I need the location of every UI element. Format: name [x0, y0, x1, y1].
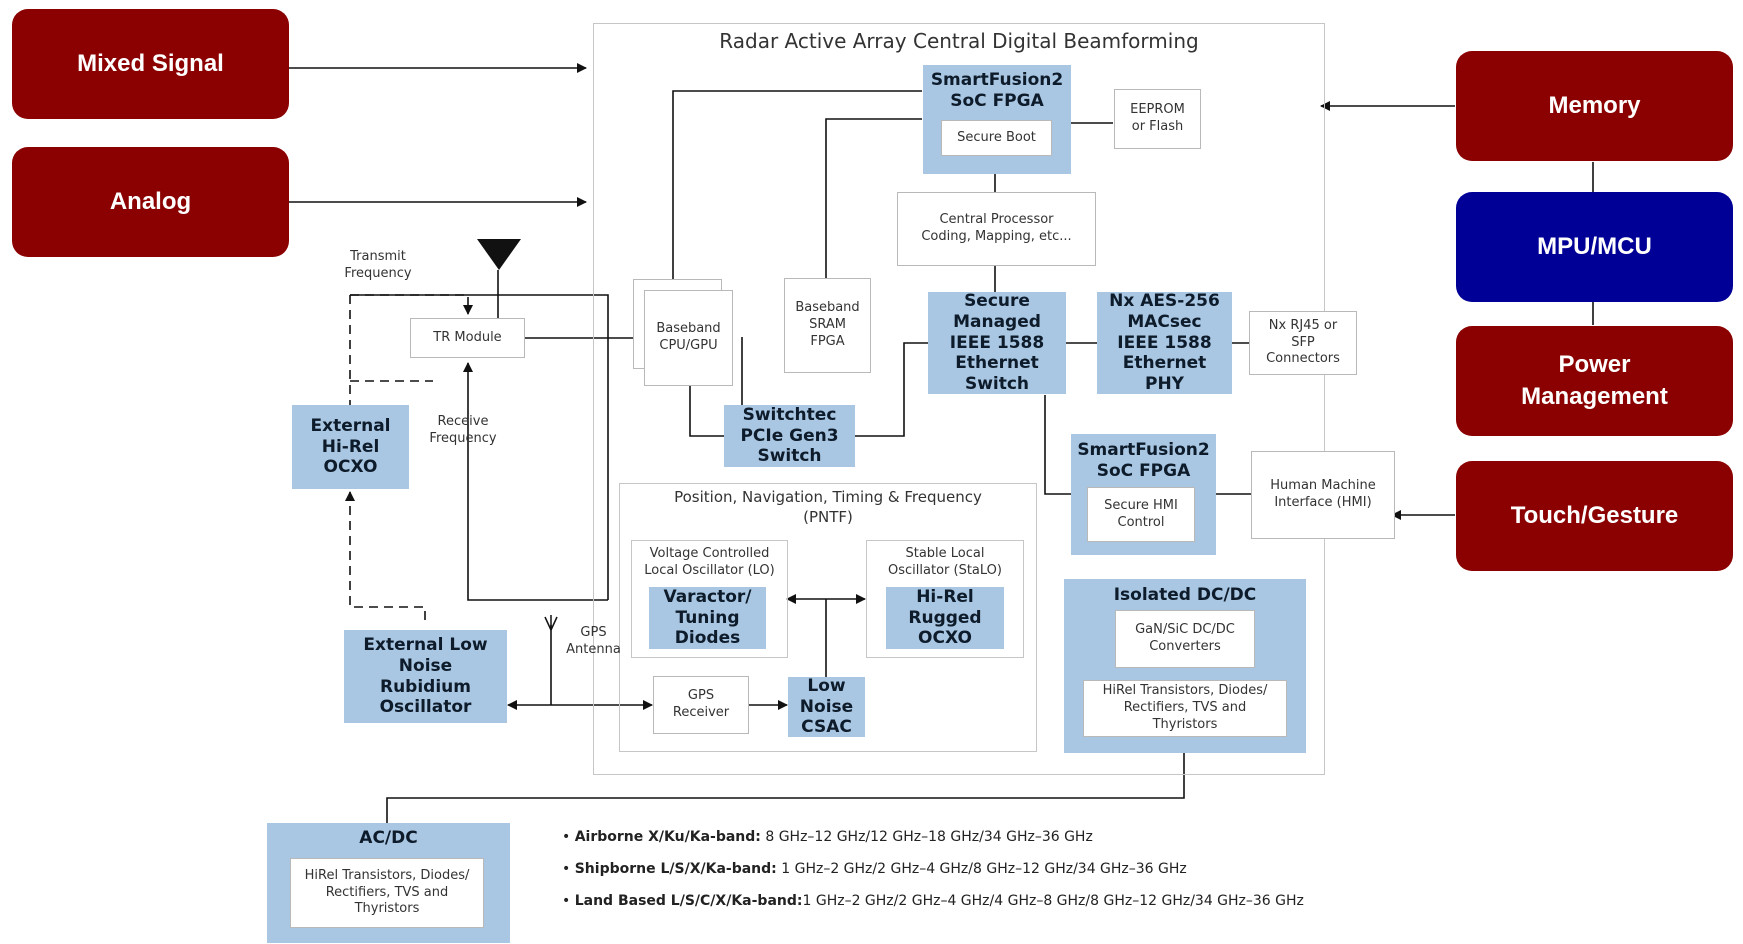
analog-label: Analog: [109, 187, 192, 215]
memory-label: Memory: [1548, 91, 1641, 119]
rubidium-oscillator-box[interactable]: External Low Noise Rubidium Oscillator: [344, 630, 507, 723]
vco-label: Voltage Controlled Local Oscillator (LO): [644, 546, 775, 578]
acdc-title: AC/DC: [359, 828, 418, 848]
band-item-airborne: • Airborne X/Ku/Ka-band: 8 GHz–12 GHz/12…: [562, 829, 1093, 845]
secure-boot-label: Secure Boot: [957, 129, 1036, 145]
gan-sic-converters-box: GaN/SiC DC/DC Converters: [1115, 610, 1255, 668]
smartfusion-top-title: SmartFusion2 SoC FPGA: [930, 70, 1064, 111]
stalo-label: Stable Local Oscillator (StaLO): [888, 546, 1002, 578]
band-value: 8 GHz–12 GHz/12 GHz–18 GHz/34 GHz–36 GHz: [760, 829, 1093, 845]
power-management-label: Power Management: [1521, 350, 1668, 410]
touch-gesture-label: Touch/Gesture: [1510, 501, 1679, 529]
hirel-ocxo-box[interactable]: Hi-Rel Rugged OCXO: [886, 587, 1004, 649]
band-value: 1 GHz–2 GHz/2 GHz–4 GHz/4 GHz–8 GHz/8 GH…: [802, 893, 1304, 909]
central-processor-box[interactable]: Central Processor Coding, Mapping, etc..…: [897, 192, 1096, 266]
secure-hmi-control-box: Secure HMI Control: [1087, 487, 1195, 542]
receive-frequency-label: Receive Frequency: [429, 414, 497, 446]
touch-gesture-block[interactable]: Touch/Gesture: [1456, 461, 1733, 571]
baseband-cpu-gpu-box[interactable]: Baseband CPU/GPU: [644, 290, 733, 386]
band-item-shipborne: • Shipborne L/S/X/Ka-band: 1 GHz–2 GHz/2…: [562, 861, 1187, 877]
ethernet-switch-box[interactable]: Secure Managed IEEE 1588 Ethernet Switch: [928, 291, 1066, 394]
band-value: 1 GHz–2 GHz/2 GHz–4 GHz/8 GHz–12 GHz/34 …: [776, 861, 1187, 877]
external-ocxo-box[interactable]: External Hi-Rel OCXO: [292, 405, 409, 489]
pcie-switch-box[interactable]: Switchtec PCIe Gen3 Switch: [724, 405, 855, 467]
csac-box[interactable]: Low Noise CSAC: [788, 676, 865, 737]
isolated-dcdc-title: Isolated DC/DC: [1113, 585, 1257, 605]
mpu-mcu-label: MPU/MCU: [1537, 233, 1652, 260]
connectors-box[interactable]: Nx RJ45 or SFP Connectors: [1249, 311, 1357, 375]
gps-antenna-label: GPS Antenna: [566, 625, 621, 657]
eeprom-flash-box[interactable]: EEPROM or Flash: [1114, 89, 1201, 149]
transmit-frequency-label: Transmit Frequency: [344, 249, 412, 281]
varactor-diodes-box[interactable]: Varactor/ Tuning Diodes: [649, 587, 766, 649]
pntf-frame: [619, 483, 1037, 752]
tr-module-label: TR Module: [433, 329, 502, 345]
memory-block[interactable]: Memory: [1456, 51, 1733, 161]
pntf-title: Position, Navigation, Timing & Frequency…: [674, 488, 982, 526]
gps-receiver-box[interactable]: GPS Receiver: [653, 676, 749, 734]
dcdc-parts-box: HiRel Transistors, Diodes/ Rectifiers, T…: [1083, 680, 1287, 737]
smartfusion-hmi-title: SmartFusion2 SoC FPGA: [1077, 440, 1210, 481]
baseband-sram-fpga-box[interactable]: Baseband SRAM FPGA: [784, 278, 871, 373]
acdc-parts-box: HiRel Transistors, Diodes/ Rectifiers, T…: [290, 858, 484, 928]
diagram-title: Radar Active Array Central Digital Beamf…: [719, 29, 1199, 53]
band-item-land: • Land Based L/S/C/X/Ka-band:1 GHz–2 GHz…: [562, 893, 1304, 909]
beamforming-frame: [593, 23, 1325, 775]
gps-antenna-icon: [544, 615, 558, 631]
ethernet-phy-box[interactable]: Nx AES-256 MACsec IEEE 1588 Ethernet PHY: [1097, 291, 1232, 394]
hmi-box[interactable]: Human Machine Interface (HMI): [1251, 451, 1395, 539]
stalo-frame: [866, 540, 1024, 658]
band-label: Airborne X/Ku/Ka-band:: [574, 829, 761, 845]
band-label: Land Based L/S/C/X/Ka-band:: [574, 893, 803, 909]
mixed-signal-label: Mixed Signal: [77, 49, 224, 77]
antenna-icon: [477, 239, 521, 270]
tr-module-box[interactable]: TR Module: [410, 318, 525, 358]
mixed-signal-block[interactable]: Mixed Signal: [12, 9, 289, 119]
band-label: Shipborne L/S/X/Ka-band:: [574, 861, 777, 877]
vco-frame: [631, 540, 788, 658]
analog-block[interactable]: Analog: [12, 147, 289, 257]
secure-boot-box: Secure Boot: [941, 120, 1052, 156]
power-management-block[interactable]: Power Management: [1456, 326, 1733, 436]
mpu-mcu-block[interactable]: MPU/MCU: [1456, 192, 1733, 302]
